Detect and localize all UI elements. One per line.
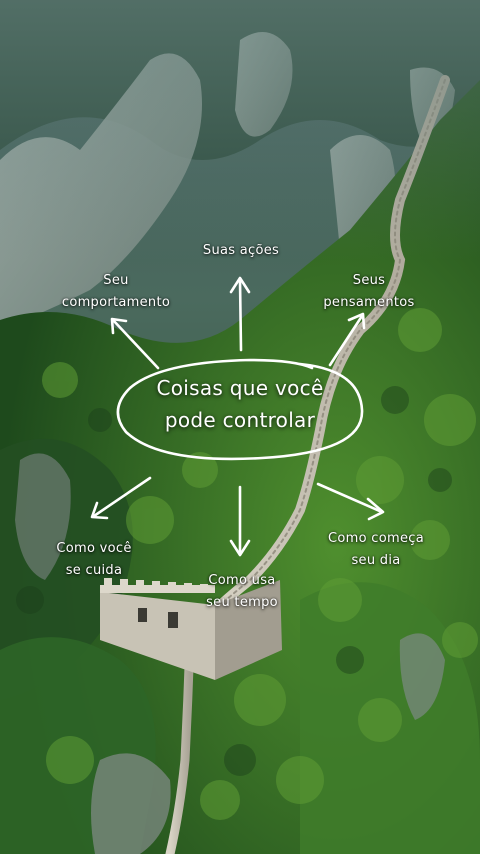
arrow-down-left-head: [90, 501, 109, 520]
arrow-up: [238, 278, 243, 352]
label-como-voce-se-cuida: Como você se cuida: [56, 541, 132, 578]
center-title: Coisas que você pode controlar: [120, 372, 360, 436]
label-como-comeca-seu-dia: Como começa seu dia: [328, 531, 424, 568]
arrow-up-left-head: [110, 317, 128, 335]
arrow-up-right-head: [347, 312, 366, 330]
arrow-up-right: [328, 314, 364, 367]
label-seus-pensamentos: Seus pensamentos: [323, 273, 415, 310]
center-title-line-2: pode controlar: [164, 408, 316, 432]
arrow-down-left: [92, 476, 152, 518]
label-como-usa-seu-tempo: Como usa seu tempo: [206, 573, 278, 610]
label-seu-comportamento: Seu comportamento: [61, 273, 171, 310]
center-oval: [116, 358, 364, 461]
arrow-down-right: [316, 482, 384, 514]
label-suas-acoes: Suas ações: [202, 243, 280, 258]
arrow-up-left: [111, 318, 160, 370]
arrow-down-right-head: [366, 497, 385, 521]
arrow-down-head: [229, 539, 251, 557]
center-title-line-1: Coisas que você: [156, 376, 324, 400]
arrow-up-head: [229, 276, 251, 294]
